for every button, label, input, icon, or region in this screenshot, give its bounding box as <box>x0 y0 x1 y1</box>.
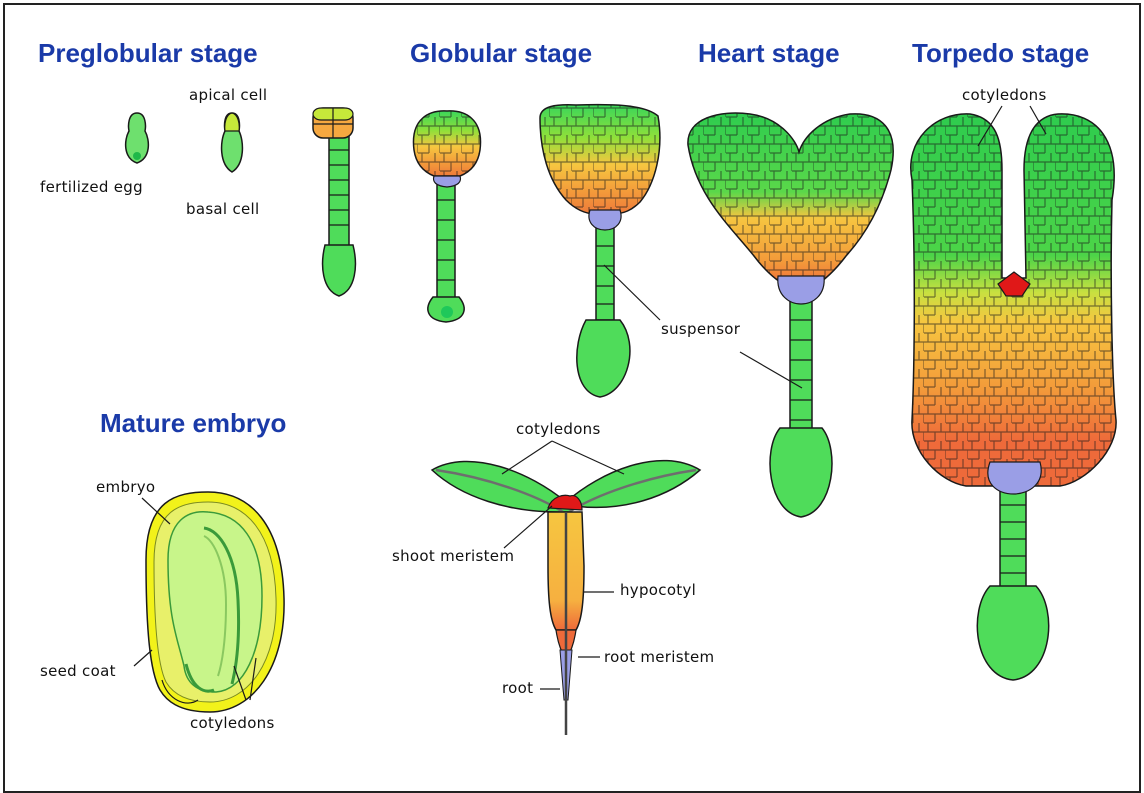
heading-preglobular: Preglobular stage <box>38 38 258 69</box>
leader-cotyledons-seedling-left <box>502 441 552 474</box>
leader-seed-coat <box>134 650 152 666</box>
leader-cotyledons-seedling-right <box>552 441 624 474</box>
heart-embryo-icon <box>688 113 893 517</box>
label-hypocotyl: hypocotyl <box>620 581 696 599</box>
proembryo-icon <box>313 108 355 296</box>
heading-heart: Heart stage <box>698 38 840 69</box>
label-apical-cell: apical cell <box>189 86 267 104</box>
label-cotyledons-torpedo: cotyledons <box>962 86 1047 104</box>
late-globular-embryo-icon <box>540 105 660 397</box>
label-suspensor: suspensor <box>661 320 740 338</box>
two-cell-embryo-icon <box>222 113 243 172</box>
leader-shoot-meristem <box>504 506 552 548</box>
label-shoot-meristem: shoot meristem <box>392 547 514 565</box>
heading-mature: Mature embryo <box>100 408 286 439</box>
label-seed-coat: seed coat <box>40 662 116 680</box>
fertilized-egg-icon <box>126 113 149 163</box>
label-fertilized-egg: fertilized egg <box>40 178 143 196</box>
mature-seed-icon <box>146 492 284 712</box>
globular-embryo-icon <box>413 111 480 322</box>
label-root: root <box>502 679 533 697</box>
label-embryo: embryo <box>96 478 155 496</box>
torpedo-embryo-icon <box>911 114 1116 680</box>
label-root-meristem: root meristem <box>604 648 714 666</box>
label-basal-cell: basal cell <box>186 200 259 218</box>
label-cotyledons-mature: cotyledons <box>190 714 275 732</box>
heading-globular: Globular stage <box>410 38 592 69</box>
heading-torpedo: Torpedo stage <box>912 38 1089 69</box>
label-cotyledons-seedling: cotyledons <box>516 420 601 438</box>
